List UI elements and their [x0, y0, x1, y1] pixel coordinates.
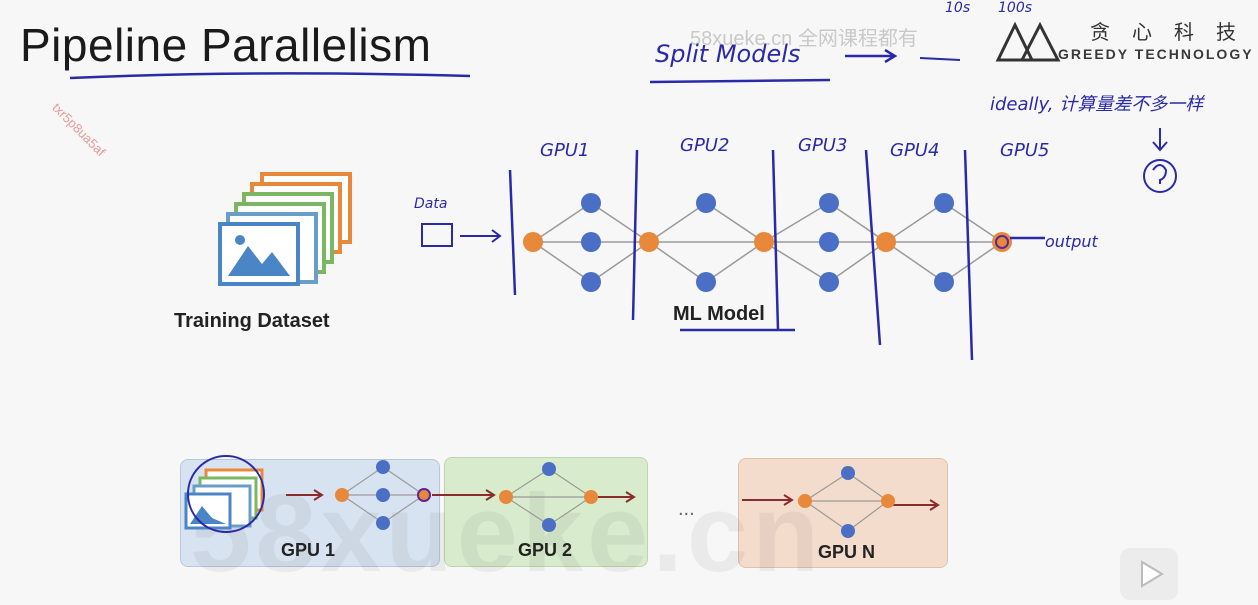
slide-title: Pipeline Parallelism	[20, 19, 432, 71]
gpu2-note: GPU2	[680, 135, 730, 156]
play-icon	[1141, 560, 1164, 588]
dataset-label: Training Dataset	[174, 310, 330, 332]
site-watermark: 58xueke.cn 全网课程都有	[690, 28, 918, 50]
loss-note-left: 10s	[945, 0, 971, 16]
dataset-stack-icon	[218, 172, 352, 286]
bottom-pipeline	[184, 455, 940, 538]
output-note: output	[1045, 232, 1098, 251]
gpuN-label: GPU N	[818, 542, 876, 562]
ellipsis: ...	[678, 498, 695, 520]
data-note: Data	[414, 196, 448, 212]
brand-chinese: 贪心科技	[1090, 22, 1258, 44]
gpu3-note: GPU3	[798, 135, 848, 156]
gpu1-label: GPU 1	[281, 540, 336, 560]
loss-note-right: 100s	[998, 0, 1033, 16]
split-models-note: Split Models	[655, 40, 801, 68]
gpu5-note: GPU5	[1000, 140, 1050, 161]
gpu2-label: GPU 2	[518, 540, 573, 560]
ideally-note: ideally, 计算量差不多一样	[990, 94, 1204, 115]
brand-text: GREEDY TECHNOLOGY	[1058, 46, 1254, 62]
gpu4-note: GPU4	[890, 140, 940, 161]
gpu1-note: GPU1	[540, 140, 590, 161]
model-label: ML Model	[673, 303, 765, 325]
logo-icon	[995, 21, 1061, 62]
play-button[interactable]	[1120, 548, 1178, 600]
